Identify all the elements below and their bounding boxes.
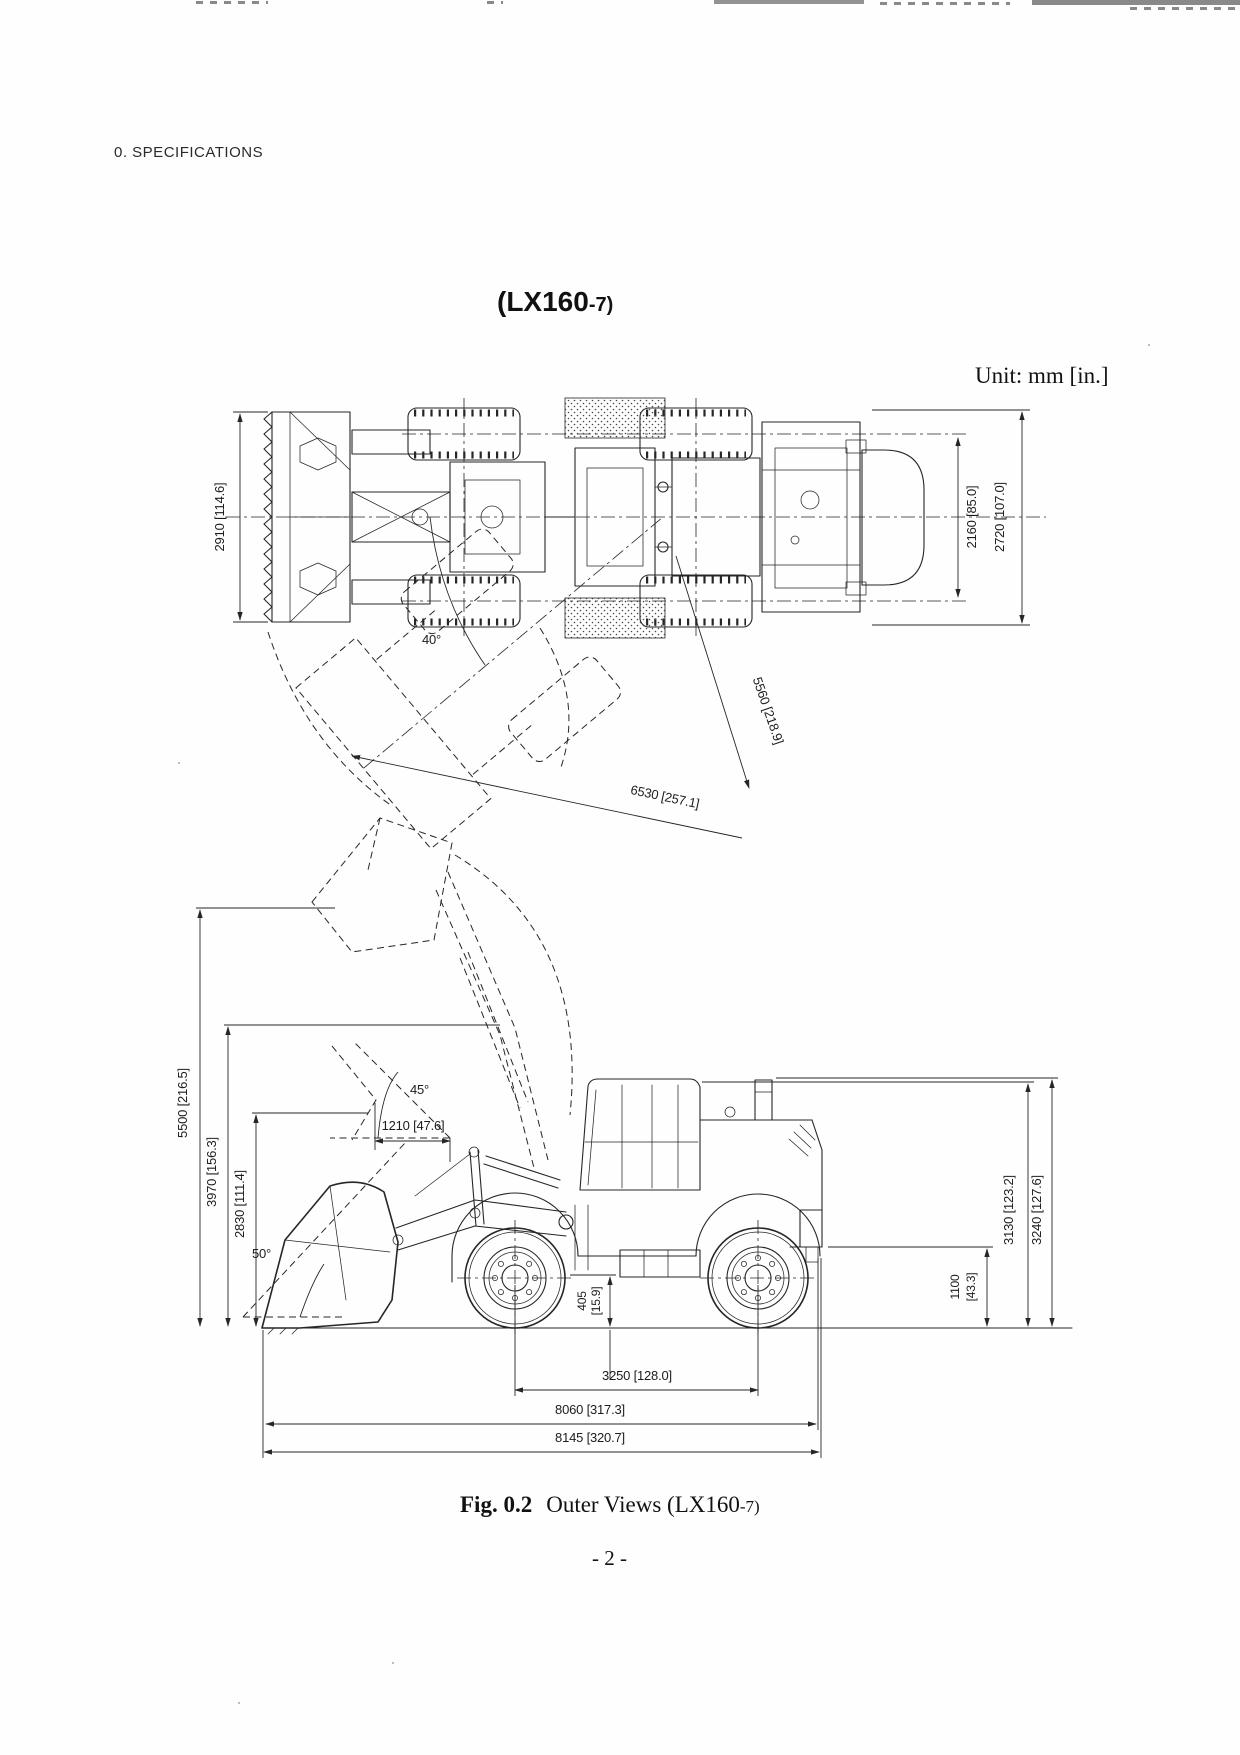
dim-label-overall-height: 3240 [127.6]	[1029, 1175, 1044, 1245]
scan-speck	[238, 1702, 240, 1704]
dim-line-radius-inner	[675, 555, 750, 789]
cab-plan	[564, 397, 666, 639]
dim-label-articulation-angle: 40°	[422, 632, 441, 647]
dim-label-overall-length: 8145 [320.7]	[555, 1430, 625, 1445]
dim-label-overall-height-raised: 5500 [216.5]	[175, 1068, 190, 1138]
scan-artifact	[196, 1, 268, 4]
dim-label-dump-clearance: 2830 [111.4]	[232, 1170, 247, 1238]
scan-artifact	[714, 0, 864, 4]
blade-plan	[263, 411, 351, 623]
dim-label-ground-clearance-mm: 405	[575, 1291, 589, 1311]
dim-label-rollback-angle: 50°	[252, 1246, 271, 1261]
dim-label-wheelbase: 3250 [128.0]	[602, 1368, 672, 1383]
scan-artifact	[1130, 7, 1240, 10]
front-wheels-plan	[407, 407, 521, 628]
rear-body-plan	[671, 421, 925, 613]
dim-label-length-bucket-ground: 8060 [317.3]	[555, 1402, 625, 1417]
dim-label-blade-width: 2910 [114.6]	[212, 483, 227, 552]
figure-caption-number: Fig. 0.2	[460, 1492, 533, 1517]
scan-artifact	[487, 1, 503, 4]
frame-side	[451, 1192, 821, 1283]
swung-front-section	[295, 518, 661, 850]
unit-label: Unit: mm [in.]	[975, 363, 1109, 388]
raised-bucket-dashed	[311, 817, 573, 1169]
lift-arm-linkage	[392, 1146, 574, 1251]
dim-label-dump-angle: 45°	[410, 1082, 429, 1097]
section-header: 0. SPECIFICATIONS	[114, 144, 264, 161]
dim-label-rear-clearance-in: [43.3]	[964, 1273, 978, 1302]
figure-caption: Fig. 0.2 Outer Views (LX160-7)	[460, 1492, 760, 1518]
dim-label-overall-width: 2720 [107.0]	[992, 482, 1007, 552]
cab-side	[579, 1078, 701, 1191]
ground-hatch	[267, 1327, 299, 1335]
page-title: (LX160-7)	[497, 286, 613, 318]
page-title-model-suffix: -7)	[588, 294, 614, 316]
scan-speck	[1148, 344, 1150, 346]
front-frame-plan	[449, 461, 576, 573]
rear-body-side	[699, 1079, 823, 1263]
sweep-arc-inner	[539, 627, 570, 771]
dim-line-radius-outer	[351, 755, 743, 839]
scan-speck	[392, 1662, 394, 1664]
steer-angle-arc	[429, 516, 486, 666]
scan-speck	[178, 762, 180, 764]
dim-label-radius-inner: 5560 [218.9]	[750, 675, 787, 746]
dim-label-hinge-pin-height: 3970 [156.3]	[204, 1137, 219, 1207]
side-view-drawing: 5500 [216.5] 3970 [156.3] 2830 [111.4] 4…	[175, 817, 1073, 1458]
rollback-angle-geometry	[242, 1142, 406, 1318]
articulation-hinge	[654, 481, 673, 553]
dim-label-rear-clearance-mm: 1100	[948, 1274, 962, 1300]
page-title-main: (LX160	[497, 286, 589, 317]
figure-caption-text: Outer Views (LX160	[546, 1492, 740, 1517]
dim-label-cab-height: 3130 [123.2]	[1001, 1175, 1016, 1245]
dim-label-tread: 2160 [85.0]	[964, 486, 979, 549]
sweep-arc-outer	[267, 631, 393, 807]
bucket-side	[261, 1181, 399, 1329]
page-number: - 2 -	[592, 1546, 627, 1570]
scan-artifact	[1032, 0, 1240, 5]
dim-label-dump-reach: 1210 [47.6]	[382, 1118, 445, 1133]
dim-label-ground-clearance-in: [15.9]	[589, 1287, 603, 1316]
scan-artifact	[880, 2, 1010, 5]
dump-angle-geometry	[330, 1042, 451, 1139]
figure-caption-model-suffix: -7)	[739, 1497, 760, 1516]
top-view-drawing: 2910 [114.6] 2160 [85.0] 2720 [107.0] 40…	[212, 397, 1046, 850]
